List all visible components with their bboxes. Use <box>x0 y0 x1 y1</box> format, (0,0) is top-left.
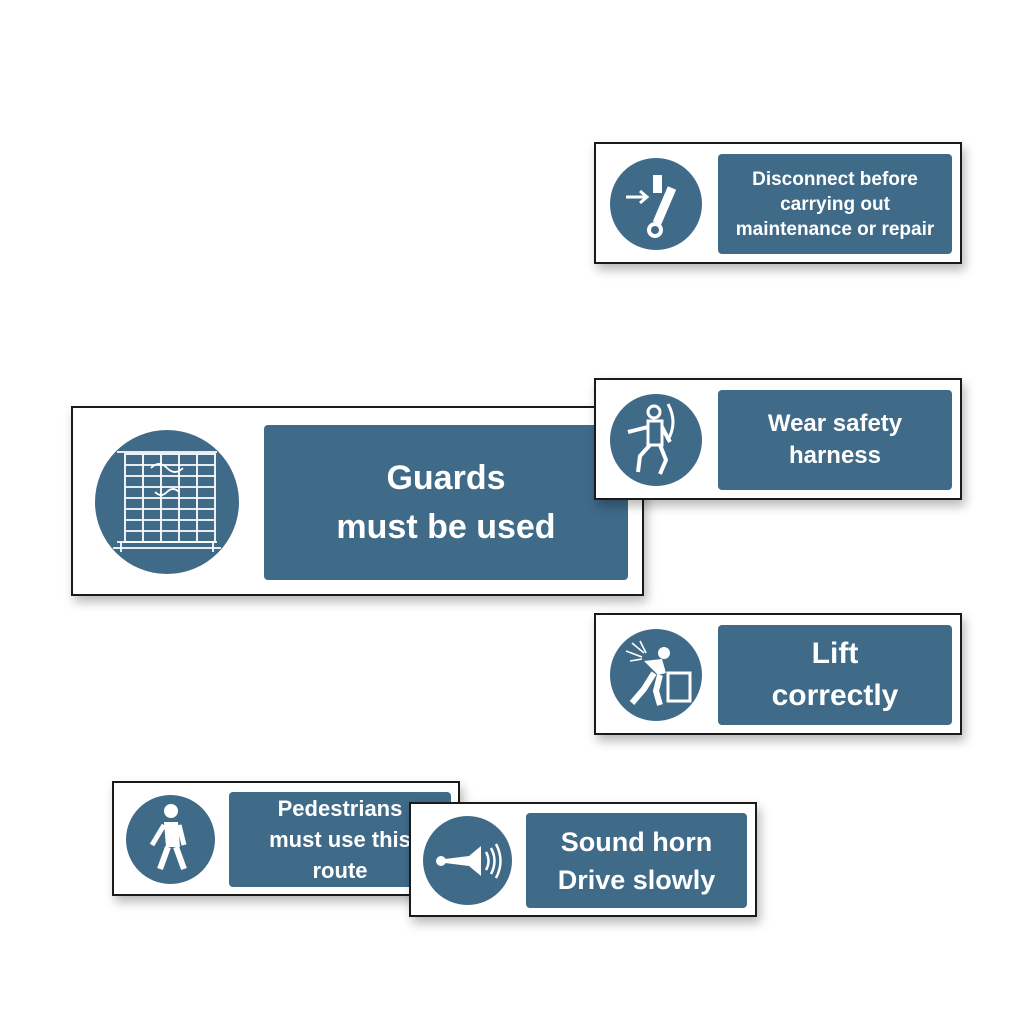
sign-horn: Sound horn Drive slowly <box>409 802 757 917</box>
sign-harness-text: Wear safety harness <box>718 390 952 490</box>
sign-pedestrians: Pedestrians must use this route <box>112 781 460 896</box>
sign-disconnect: Disconnect before carrying out maintenan… <box>594 142 962 264</box>
sign-disconnect-text: Disconnect before carrying out maintenan… <box>718 154 952 254</box>
safety-harness-icon <box>610 394 702 486</box>
sign-guards-text: Guards must be used <box>264 425 628 580</box>
sign-lift: Lift correctly <box>594 613 962 735</box>
sign-lift-text: Lift correctly <box>718 625 952 725</box>
lifting-person-icon <box>610 629 702 721</box>
sign-horn-text: Sound horn Drive slowly <box>526 813 747 908</box>
sign-guards: Guards must be used <box>71 406 644 596</box>
horn-icon <box>423 816 512 905</box>
sign-harness: Wear safety harness <box>594 378 962 500</box>
machine-guard-icon <box>95 430 239 574</box>
walking-person-icon <box>126 795 215 884</box>
isolate-switch-icon <box>610 158 702 250</box>
